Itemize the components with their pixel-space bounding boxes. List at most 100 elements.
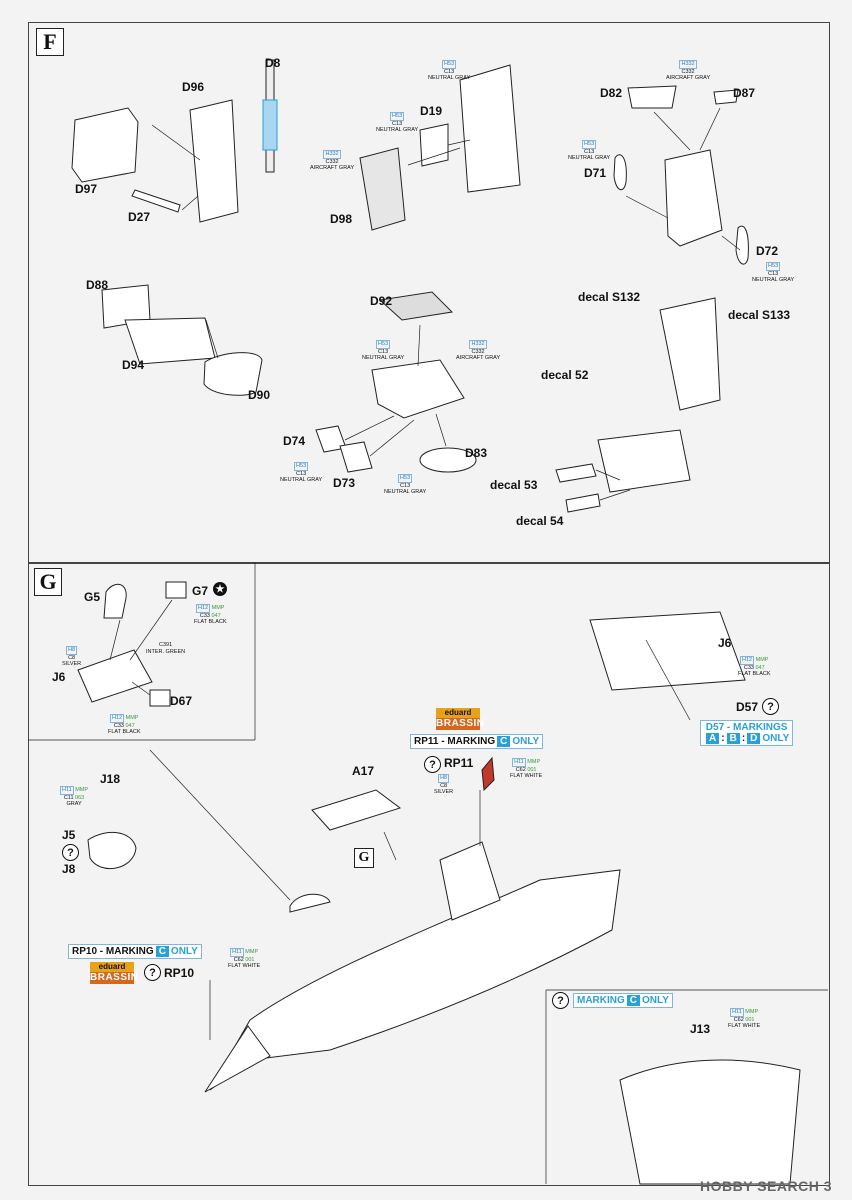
question-icon-j5: ? bbox=[62, 844, 79, 861]
part-g7 bbox=[165, 581, 187, 599]
part-a17 bbox=[311, 789, 402, 831]
part-d92 bbox=[378, 291, 454, 321]
part-fuselage bbox=[209, 869, 621, 1091]
part-d27 bbox=[131, 189, 181, 213]
label-d67: D67 bbox=[170, 694, 193, 708]
label-a17: A17 bbox=[352, 764, 375, 778]
label-d71: D71 bbox=[584, 166, 607, 180]
part-cockpit-detail bbox=[589, 611, 746, 691]
label-d97: D97 bbox=[75, 182, 98, 196]
question-icon-rp11: ? bbox=[424, 756, 441, 773]
part-d67 bbox=[149, 689, 171, 707]
part-j13-rear bbox=[619, 1059, 801, 1185]
part-seat-assembly-right bbox=[659, 297, 721, 411]
label-j18: J18 bbox=[100, 772, 121, 786]
part-d71 bbox=[613, 154, 627, 191]
part-g5 bbox=[103, 583, 127, 619]
label-d27: D27 bbox=[128, 210, 151, 224]
page-number: 3 bbox=[823, 1178, 832, 1194]
part-ejection-seat-main bbox=[664, 149, 723, 247]
label-d92: D92 bbox=[370, 294, 393, 308]
part-d97 bbox=[71, 107, 139, 183]
label-d82: D82 bbox=[600, 86, 623, 100]
label-j13: J13 bbox=[690, 1022, 711, 1036]
part-seat-pan-right bbox=[597, 429, 691, 493]
part-rp10-visor bbox=[289, 893, 331, 913]
section-g-frame bbox=[28, 562, 830, 1186]
label-d8: D8 bbox=[265, 56, 281, 70]
part-d82 bbox=[627, 85, 677, 109]
label-d98: D98 bbox=[330, 212, 353, 226]
label-d94: D94 bbox=[122, 358, 145, 372]
label-decal-54: decal 54 bbox=[516, 514, 564, 528]
part-g-console bbox=[77, 649, 153, 703]
label-d19: D19 bbox=[420, 104, 443, 118]
label-d83: D83 bbox=[465, 446, 488, 460]
label-rp11: RP11 bbox=[444, 756, 474, 770]
part-d96 bbox=[189, 99, 239, 223]
part-d98 bbox=[359, 147, 406, 231]
d57-markings-callout: D57 - MARKINGS A: B: D ONLY bbox=[700, 720, 794, 746]
step-g-label: G bbox=[34, 568, 62, 596]
label-decal-52: decal 52 bbox=[541, 368, 589, 382]
part-d73 bbox=[339, 441, 373, 473]
label-d90: D90 bbox=[248, 388, 271, 402]
question-icon-rp10: ? bbox=[144, 964, 161, 981]
label-decal-s133: decal S133 bbox=[728, 308, 791, 322]
label-d87: D87 bbox=[733, 86, 756, 100]
question-icon-j13: ? bbox=[552, 992, 569, 1009]
part-j18-j5 bbox=[87, 831, 137, 869]
part-d87 bbox=[713, 89, 739, 105]
part-rp11 bbox=[481, 756, 495, 792]
label-rp10: RP10 bbox=[164, 966, 195, 980]
section-f-frame bbox=[28, 22, 830, 564]
label-g7: G7 bbox=[192, 584, 209, 598]
rp11-marking-callout: RP11 - MARKING C ONLY bbox=[410, 734, 544, 749]
part-d19 bbox=[419, 123, 449, 167]
part-d83 bbox=[419, 447, 477, 473]
question-icon-d57: ? bbox=[762, 698, 779, 715]
label-d88: D88 bbox=[86, 278, 109, 292]
part-nose-cone bbox=[204, 1025, 271, 1093]
rp10-marking-callout: RP10 - MARKING C ONLY bbox=[68, 944, 202, 959]
label-d96: D96 bbox=[182, 80, 205, 94]
label-d73: D73 bbox=[333, 476, 356, 490]
label-j5: J5 bbox=[62, 828, 76, 842]
step-g-reference: G bbox=[354, 848, 374, 868]
step-f-label: F bbox=[36, 28, 64, 56]
label-decal-53: decal 53 bbox=[490, 478, 538, 492]
star-icon: ★ bbox=[213, 582, 227, 596]
part-d72 bbox=[735, 225, 749, 265]
part-canopy-open bbox=[439, 841, 501, 921]
part-d90 bbox=[203, 352, 263, 396]
part-decal-53 bbox=[555, 463, 597, 483]
label-d57: D57 bbox=[736, 700, 759, 714]
label-d74: D74 bbox=[283, 434, 306, 448]
part-seat-back-f1 bbox=[459, 64, 521, 193]
label-j8: J8 bbox=[62, 862, 76, 876]
label-j6: J6 bbox=[52, 670, 66, 684]
label-decal-s132: decal S132 bbox=[578, 290, 641, 304]
label-g5: G5 bbox=[84, 590, 101, 604]
label-d72: D72 bbox=[756, 244, 779, 258]
